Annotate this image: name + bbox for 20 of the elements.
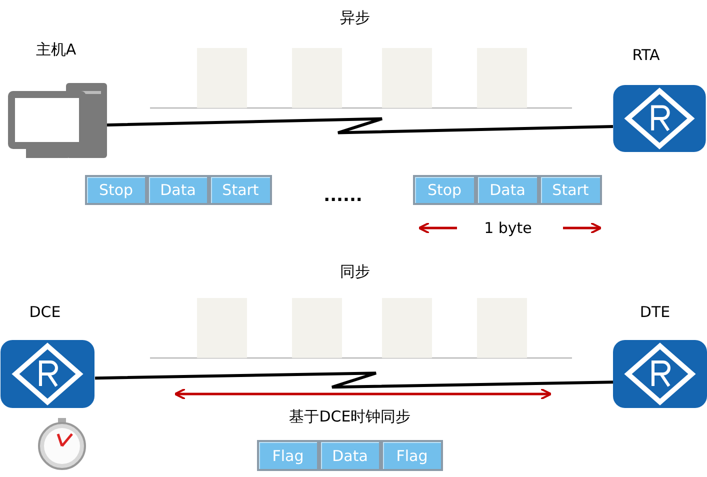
device-label: RTA (632, 46, 660, 64)
frame-field: Start (209, 175, 272, 205)
ellipsis: ...... (324, 186, 362, 206)
device-label: DCE (29, 303, 61, 321)
frame-field: Stop (413, 175, 476, 205)
serial-link-line (94, 372, 614, 389)
section-title: 异步 (340, 8, 370, 28)
caption: 基于DCE时钟同步 (289, 408, 411, 426)
frame-field: Data (147, 175, 209, 205)
frame-field: Flag (257, 440, 319, 471)
dimension-label: 1 byte (484, 219, 532, 237)
device-label: 主机A (36, 40, 76, 60)
frame-field: Data (476, 175, 539, 205)
serial-link-line (106, 117, 614, 134)
frame-field: Start (539, 175, 602, 205)
frame-field: Stop (85, 175, 147, 205)
frame-field: Flag (381, 440, 443, 471)
section-title: 同步 (340, 262, 370, 282)
device-label: DTE (640, 303, 670, 321)
frame-field: Data (319, 440, 381, 471)
